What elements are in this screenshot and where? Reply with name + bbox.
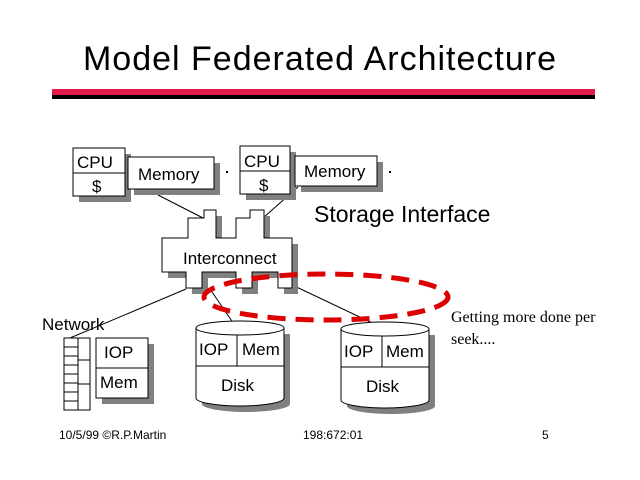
cpu2-box xyxy=(239,145,296,200)
link-cpu1-interconnect xyxy=(157,194,204,219)
annotation-text: Getting more done per seek.... xyxy=(451,309,596,348)
memory1-label: Memory xyxy=(138,165,200,184)
mem1-label: Mem xyxy=(100,373,138,392)
highlight-ellipse xyxy=(201,271,451,323)
cpu1-label: CPU xyxy=(77,153,113,172)
footer-date-author: 10/5/99 ©R.P.Martin xyxy=(59,428,167,442)
cpu1-box xyxy=(72,147,131,202)
disk2-label: Disk xyxy=(366,377,400,396)
memory2-box xyxy=(294,155,383,192)
cpu1-cache-label: $ xyxy=(92,177,102,196)
memory2-label: Memory xyxy=(304,162,366,181)
connection-lines xyxy=(69,186,386,339)
disk1-cylinder xyxy=(195,320,290,412)
interconnect-box xyxy=(161,209,298,294)
title-rule-black xyxy=(52,95,595,99)
dot-2 xyxy=(389,171,391,173)
disk1-label: Disk xyxy=(221,376,255,395)
cpu2-cache-label: $ xyxy=(259,176,269,195)
interconnect-label: Interconnect xyxy=(183,249,277,268)
link-interconnect-network xyxy=(69,288,187,339)
dot-1 xyxy=(226,171,228,173)
disk2-cylinder xyxy=(340,321,435,414)
disk2-iop-label: IOP xyxy=(344,342,374,361)
footer-course-code: 198:672:01 xyxy=(303,428,364,442)
disk1-mem-label: Mem xyxy=(242,340,280,359)
network-stack xyxy=(63,337,91,411)
title-rule-red xyxy=(52,89,595,95)
disk1-iop-label: IOP xyxy=(199,340,229,359)
memory1-box xyxy=(127,156,220,195)
iop1-label: IOP xyxy=(104,343,134,362)
cpu2-label: CPU xyxy=(244,152,280,171)
link-interconnect-disk2 xyxy=(287,282,386,330)
footer-page-number: 5 xyxy=(542,428,549,442)
iop-mem-box xyxy=(95,337,154,404)
disk2-mem-label: Mem xyxy=(386,342,424,361)
slide-title: Model Federated Architecture xyxy=(82,40,558,78)
storage-interface-label: Storage Interface xyxy=(314,201,491,227)
network-label: Network xyxy=(42,315,105,334)
